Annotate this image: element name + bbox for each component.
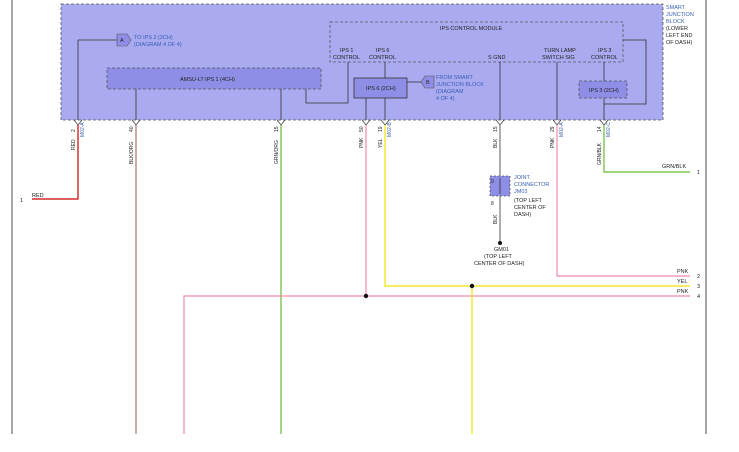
from-smart-label-3: (DIAGRAM (436, 89, 464, 95)
wire-label-grn-org: GRN/ORG (274, 140, 280, 164)
ips6-box-label: IPS 6 (2CH) (366, 86, 396, 92)
ips-control-module-title: IPS CONTROL MODULE (440, 26, 502, 32)
ground-gm01-point (498, 241, 502, 245)
pin-num-2: 40 (129, 126, 135, 132)
to-ips2-marker-letter: A (120, 38, 124, 44)
turn-lamp-label-1: TURN LAMP (544, 48, 576, 54)
ips-control-module (329, 21, 624, 63)
from-smart-marker (420, 75, 435, 89)
pin-markers (73, 119, 609, 126)
right-output-4-num: 4 (697, 294, 700, 300)
left-output-wire: RED (32, 193, 44, 199)
ips3-box-label: IPS 3 (2CH) (589, 88, 619, 94)
splice-pnk (363, 293, 369, 299)
wire-yel-bus-3 (384, 125, 690, 287)
module-to-ips3-feedback (604, 39, 647, 105)
splice-yel (469, 283, 475, 289)
wire-label-red: RED (71, 139, 77, 150)
ips3-box (578, 80, 628, 99)
right-output-4-wire: PNK (677, 289, 689, 295)
wire-label-blk-org: BLK/ORG (129, 142, 135, 164)
left-output-num: 1 (20, 198, 23, 204)
turn-lamp-label-2: SWITCH SIG (542, 55, 575, 61)
wire-label-yel: YEL (378, 138, 384, 148)
ips6-label-2: CONTROL (369, 55, 396, 61)
pin-num-8: 14 (597, 126, 603, 132)
ips3-label-1: IPS 3 (598, 48, 611, 54)
joint-pin-top: 9 (491, 179, 494, 185)
wire-pnk-bus-4 (183, 295, 690, 434)
amsu-lt-ips1-label: AMSU-LT IPS 1 (4CH) (180, 77, 235, 83)
wire-pnk-bus-2 (556, 125, 690, 277)
right-output-1-wire: GRN/BLK (662, 164, 686, 170)
to-ips2-label-1: TO IPS 2 (2CH) (134, 35, 173, 41)
from-smart-label-4: 4 OF 4) (436, 96, 455, 102)
to-ips2-marker (116, 33, 132, 47)
ground-label: GM01 (494, 247, 509, 253)
amsu-to-ips1-control (305, 62, 349, 104)
pin-num-6: 15 (493, 126, 499, 132)
pin-num-3: 15 (274, 126, 280, 132)
joint-location-2: CENTER OF (514, 205, 546, 211)
pin-conn-1: M02-A (80, 122, 86, 137)
wire-red (32, 125, 79, 200)
right-output-3-wire: YEL (677, 279, 687, 285)
wire-label-pnk-1: PNK (359, 137, 365, 148)
smart-junction-block-label-2: JUNCTION (666, 12, 694, 18)
to-ips2-label-2: (DIAGRAM 4 OF 4) (134, 42, 182, 48)
pin-num-5: 19 (378, 126, 384, 132)
pin-num-1: 2 (71, 129, 77, 132)
wire-label-grn-blk: GRN/BLK (597, 142, 603, 165)
pin-conn-7: M02-A (559, 122, 565, 137)
joint-label-1: JOINT (514, 175, 531, 181)
from-smart-marker-letter: B (426, 80, 430, 86)
joint-location-3: DASH) (514, 212, 531, 218)
amsu-lt-ips1-box (106, 67, 322, 90)
joint-label-2: CONNECTOR (514, 182, 549, 188)
joint-pin-bottom: 8 (491, 201, 494, 207)
from-smart-label-1: FROM SMART (436, 75, 474, 81)
sgnd-label: S GND (488, 55, 505, 61)
wire-grn-blk-1 (603, 125, 690, 173)
ips1-label-2: CONTROL (333, 55, 360, 61)
pin-conn-5: M02-B (387, 122, 393, 137)
wire-label-blk-2: BLK (493, 214, 499, 224)
right-output-1-num: 1 (697, 170, 700, 176)
ips6-label-1: IPS 6 (376, 48, 389, 54)
wire-label-blk-1: BLK (493, 138, 499, 148)
from-smart-label-2: JUNCTION BLOCK (436, 82, 484, 88)
pin-num-4: 50 (359, 126, 365, 132)
pin-num-7: 29 (550, 126, 556, 132)
right-output-2-wire: PNK (677, 269, 689, 275)
right-output-2-num: 2 (697, 274, 700, 280)
wire-label-pnk-2: PNK (550, 137, 556, 148)
smart-junction-block-location-2: LEFT END (666, 33, 693, 39)
smart-junction-block-label-1: SMART (666, 5, 686, 11)
right-output-3-num: 3 (697, 284, 700, 290)
ips6-box (353, 77, 408, 99)
smart-junction-block-location-3: OF DASH) (666, 40, 692, 46)
joint-label-3: JM03 (514, 189, 527, 195)
ips3-label-2: CONTROL (591, 55, 618, 61)
pin-conn-8: M02-C (606, 122, 612, 137)
ground-location-1: (TOP LEFT (484, 254, 513, 260)
joint-location-1: (TOP LEFT (514, 198, 543, 204)
ground-location-2: CENTER OF DASH) (474, 261, 525, 267)
smart-junction-block-location-1: (LOWER (666, 26, 688, 32)
smart-junction-block-label-3: BLOCK (666, 19, 685, 25)
ips1-label-1: IPS 1 (340, 48, 353, 54)
